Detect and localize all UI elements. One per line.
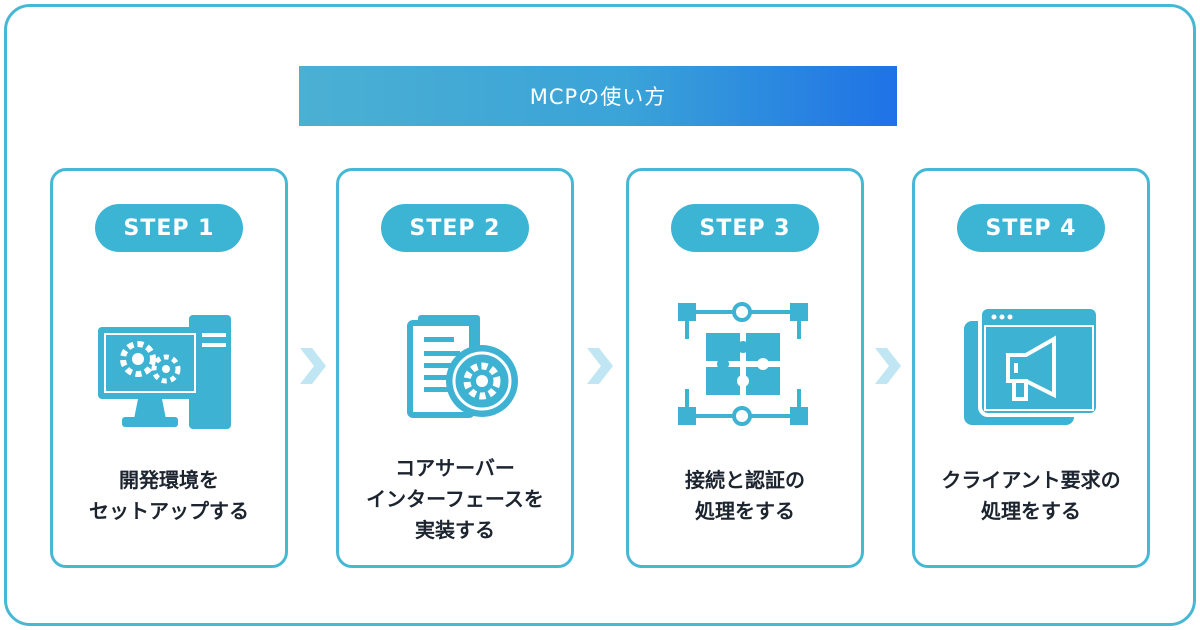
step-label: コアサーバー インターフェースを 実装する <box>339 453 571 546</box>
browser-megaphone-icon <box>964 305 1100 425</box>
step-label-line: 開発環境を <box>119 468 219 492</box>
step-label: クライアント要求の 処理をする <box>915 465 1147 527</box>
step-label-line: 実装する <box>415 518 495 542</box>
step-label: 接続と認証の 処理をする <box>629 465 861 527</box>
step-label-line: 処理をする <box>981 499 1081 523</box>
page-title: MCPの使い方 <box>529 85 667 109</box>
step-badge: STEP 4 <box>957 204 1105 252</box>
step-label: 開発環境を セットアップする <box>53 465 285 527</box>
computer-settings-icon <box>98 315 231 429</box>
step-card-3: STEP 3 接続と認証の 処理をする <box>626 168 864 568</box>
step-label-line: セットアップする <box>89 499 249 523</box>
title-banner: MCPの使い方 <box>299 66 897 126</box>
step-badge: STEP 3 <box>671 204 819 252</box>
step-label-line: コアサーバー <box>395 456 515 480</box>
step-label-line: インターフェースを <box>366 487 544 511</box>
step-card-2: STEP 2 コアサーバー インターフェースを 実装する <box>336 168 574 568</box>
step-badge: STEP 2 <box>381 204 529 252</box>
step-label-line: クライアント要求の <box>941 468 1121 492</box>
chevron-right-icon <box>587 348 613 384</box>
step-label-line: 接続と認証の <box>685 468 805 492</box>
document-gear-icon <box>407 315 518 418</box>
chevron-right-icon <box>875 348 901 384</box>
step-label-line: 処理をする <box>695 499 795 523</box>
puzzle-network-icon <box>678 302 808 426</box>
chevron-right-icon <box>300 348 326 384</box>
step-card-1: STEP 1 開発環境を セットアップする <box>50 168 288 568</box>
step-card-4: STEP 4 クライアント要求の 処理をする <box>912 168 1150 568</box>
step-badge: STEP 1 <box>95 204 243 252</box>
